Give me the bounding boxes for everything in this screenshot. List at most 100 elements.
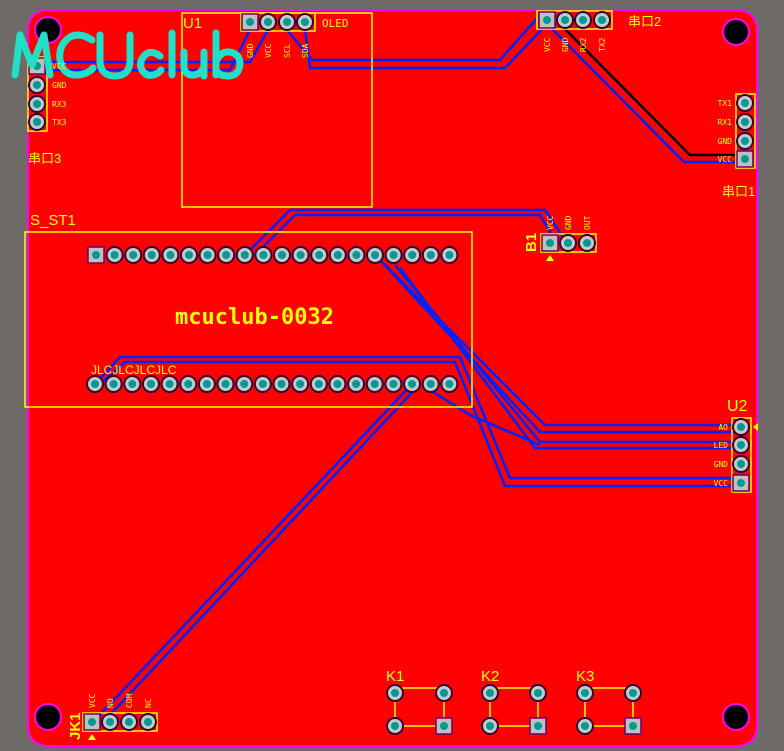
drill-hole: [264, 18, 272, 26]
trace: [40, 29, 270, 64]
drill-hole: [741, 137, 749, 145]
pin-label: GND: [246, 43, 255, 58]
pin-label: GND: [561, 37, 570, 52]
drill-hole: [445, 380, 454, 388]
drill-hole: [737, 479, 745, 487]
pin-label: LED: [714, 441, 729, 450]
uart2-header-outline: [536, 10, 613, 30]
pin-label: GND: [564, 215, 573, 230]
drill-hole: [543, 16, 551, 24]
k2-ref: K2: [481, 668, 499, 685]
drill-hole: [144, 718, 152, 726]
mcuclub-logo: [11, 29, 244, 80]
drill-hole: [579, 16, 587, 24]
pin-label: VCC: [52, 62, 67, 71]
trace: [429, 388, 541, 447]
pin-label: AO: [718, 423, 728, 432]
drill-hole: [314, 380, 323, 388]
drill-hole: [408, 251, 417, 259]
drill-hole: [534, 722, 542, 730]
mounting-hole: [722, 703, 750, 731]
pin-label: VCC: [714, 479, 729, 488]
logo-letter: [56, 31, 97, 79]
pin-label: NO: [106, 698, 115, 708]
uart1-ref: 串口1: [722, 184, 755, 199]
uart2-ref: 串口2: [628, 14, 661, 29]
drill-hole: [352, 380, 361, 388]
drill-hole: [277, 380, 286, 388]
pin-label: VCC: [264, 43, 273, 58]
drill-hole: [737, 460, 745, 468]
pin-label: GND: [718, 137, 733, 146]
mounting-hole: [34, 703, 62, 731]
oled-label: OLED: [322, 17, 349, 30]
trace: [109, 383, 421, 716]
trace: [286, 14, 541, 62]
mounting-hole: [722, 18, 750, 46]
k1-ref: K1: [386, 668, 404, 685]
drill-hole: [278, 251, 286, 259]
logo-letter: [96, 31, 134, 80]
drill-hole: [389, 251, 398, 259]
trace: [379, 259, 740, 434]
drill-hole: [146, 380, 155, 388]
trace: [94, 383, 413, 721]
pin-label: VCC: [546, 215, 555, 230]
k1-outline: [394, 687, 445, 727]
u1-ref: U1: [183, 15, 202, 32]
drill-hole: [128, 380, 137, 388]
drill-hole: [561, 16, 569, 24]
drill-hole: [440, 689, 448, 697]
pin-label: SCL: [283, 43, 292, 58]
drill-hole: [581, 689, 589, 697]
drill-hole: [445, 251, 454, 259]
pin1-marker: [88, 734, 96, 740]
drill-hole: [352, 251, 361, 259]
drill-hole: [534, 689, 542, 697]
drill-hole: [389, 380, 398, 388]
pin-label: VCC: [718, 155, 733, 164]
trace: [546, 23, 740, 164]
trace: [94, 355, 740, 480]
drill-hole: [166, 251, 175, 259]
uart3-ref: 串口3: [28, 151, 61, 166]
drill-hole: [426, 251, 435, 259]
drill-hole: [315, 251, 324, 259]
pin-label: TX1: [718, 99, 733, 108]
drill-hole: [258, 380, 267, 388]
drill-hole: [185, 251, 193, 259]
drill-hole: [741, 155, 749, 163]
pin-label: SDA: [301, 43, 310, 58]
jlc-mark: JLCJLCJLCJLC: [91, 363, 177, 377]
drill-hole: [629, 722, 637, 730]
pin-label: GND: [52, 81, 67, 90]
pin-label: GND: [714, 460, 729, 469]
drill-hole: [240, 251, 249, 259]
k3-outline: [584, 687, 634, 727]
pin1-marker: [753, 423, 758, 431]
drill-hole: [564, 239, 572, 247]
jk1-ref: JK1: [67, 712, 84, 740]
drill-hole: [391, 722, 399, 730]
trace: [99, 360, 740, 488]
drill-hole: [91, 380, 99, 388]
drill-hole: [129, 251, 138, 259]
drill-hole: [222, 251, 231, 259]
drill-hole: [165, 380, 174, 388]
drill-hole: [440, 722, 448, 730]
drill-hole: [546, 239, 554, 247]
drill-hole: [741, 118, 749, 126]
drill-hole: [283, 18, 291, 26]
traces: [40, 14, 740, 721]
drill-hole: [203, 251, 212, 259]
drill-hole: [246, 18, 254, 26]
pin-label: TX3: [52, 118, 67, 127]
drill-hole: [109, 380, 118, 388]
drill-hole: [583, 239, 591, 247]
logo-letter: [137, 48, 165, 79]
drill-hole: [221, 380, 230, 388]
logo-letter: [11, 31, 54, 79]
drill-hole: [110, 251, 119, 259]
k3-ref: K3: [576, 668, 594, 685]
